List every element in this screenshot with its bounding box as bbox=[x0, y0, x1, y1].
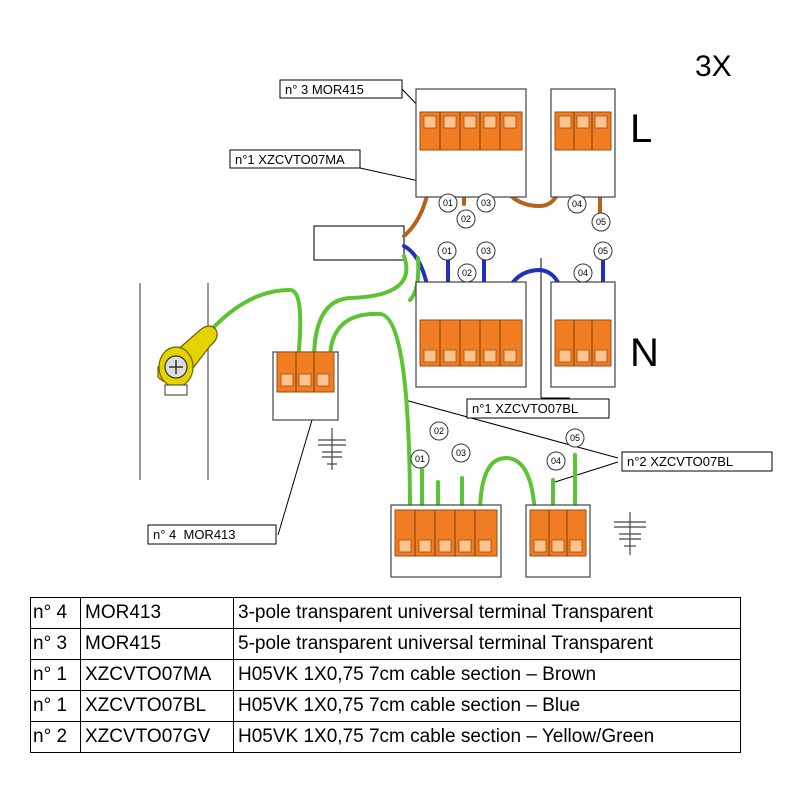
marker-brown-03: 03 bbox=[481, 198, 491, 208]
marker-blue-05: 05 bbox=[598, 246, 608, 256]
marker-green-03: 03 bbox=[456, 448, 466, 458]
quantity-multiplier: 3X bbox=[695, 50, 732, 83]
callout-three-pole-text: n° 4 MOR413 bbox=[153, 527, 236, 542]
neutral-line-label: N bbox=[630, 331, 659, 375]
callout-brown-cable-text: n°1 XZCVTO07MA bbox=[235, 152, 345, 167]
callout-top-5pole: n° 3 MOR415 bbox=[279, 79, 403, 99]
code-cell: XZCVTO07MA bbox=[80, 659, 234, 691]
callout-blue-cable: n°1 XZCVTO07BL bbox=[466, 398, 610, 419]
code-cell: MOR413 bbox=[80, 597, 234, 629]
description-cell: 5-pole transparent universal terminal Tr… bbox=[233, 628, 741, 660]
green-terminal-markers: 01 02 03 04 05 bbox=[410, 421, 585, 471]
qty-cell: n° 4 bbox=[30, 597, 81, 629]
earth-lug-icon bbox=[157, 325, 218, 396]
callout-brown-cable: n°1 XZCVTO07MA bbox=[229, 149, 361, 169]
description-cell: H05VK 1X0,75 7cm cable section – Blue bbox=[233, 690, 741, 722]
leader-lines bbox=[277, 88, 619, 536]
qty-cell: n° 3 bbox=[30, 628, 81, 660]
code-cell: XZCVTO07GV bbox=[80, 721, 234, 753]
callout-green-cable: n°2 XZCVTO07BL bbox=[621, 451, 773, 472]
blue-terminal-markers: 01 02 03 04 05 bbox=[437, 241, 613, 283]
junction-sleeve bbox=[313, 225, 405, 261]
earth-symbol-icon bbox=[318, 428, 346, 470]
green-wires bbox=[212, 254, 577, 517]
code-cell: MOR415 bbox=[80, 628, 234, 660]
callout-green-cable-text: n°2 XZCVTO07BL bbox=[627, 454, 733, 469]
marker-brown-02: 02 bbox=[461, 214, 471, 224]
description-cell: 3-pole transparent universal terminal Tr… bbox=[233, 597, 741, 629]
live-line-label: L bbox=[630, 107, 652, 151]
terminal-3pole-earth-wall bbox=[272, 351, 339, 421]
callout-blue-cable-text: n°1 XZCVTO07BL bbox=[472, 401, 578, 416]
callout-three-pole: n° 4 MOR413 bbox=[147, 524, 277, 545]
marker-green-01: 01 bbox=[415, 454, 425, 464]
marker-green-05: 05 bbox=[570, 433, 580, 443]
terminal-3pole-top-right bbox=[550, 88, 616, 198]
marker-blue-02: 02 bbox=[462, 268, 472, 278]
terminal-3pole-bottom-right bbox=[525, 504, 591, 578]
marker-green-04: 04 bbox=[551, 456, 561, 466]
earth-symbol-icon bbox=[614, 512, 646, 555]
terminal-3pole-mid-right bbox=[550, 281, 616, 388]
description-cell: H05VK 1X0,75 7cm cable section – Brown bbox=[233, 659, 741, 691]
marker-green-02: 02 bbox=[434, 426, 444, 436]
code-cell: XZCVTO07BL bbox=[80, 690, 234, 722]
qty-cell: n° 1 bbox=[30, 690, 81, 722]
marker-blue-03: 03 bbox=[481, 246, 491, 256]
marker-blue-01: 01 bbox=[442, 246, 452, 256]
terminal-5pole-mid-left bbox=[415, 281, 527, 388]
qty-cell: n° 2 bbox=[30, 721, 81, 753]
brown-terminal-markers: 01 02 03 04 05 bbox=[438, 193, 611, 232]
terminal-5pole-top-left bbox=[415, 88, 527, 198]
marker-blue-04: 04 bbox=[578, 268, 588, 278]
marker-brown-01: 01 bbox=[443, 198, 453, 208]
marker-brown-05: 05 bbox=[596, 217, 606, 227]
qty-cell: n° 1 bbox=[30, 659, 81, 691]
callout-top-5pole-text: n° 3 MOR415 bbox=[285, 82, 364, 97]
description-cell: H05VK 1X0,75 7cm cable section – Yellow/… bbox=[233, 721, 741, 753]
terminal-5pole-bottom-left bbox=[390, 504, 502, 578]
marker-brown-04: 04 bbox=[572, 199, 582, 209]
